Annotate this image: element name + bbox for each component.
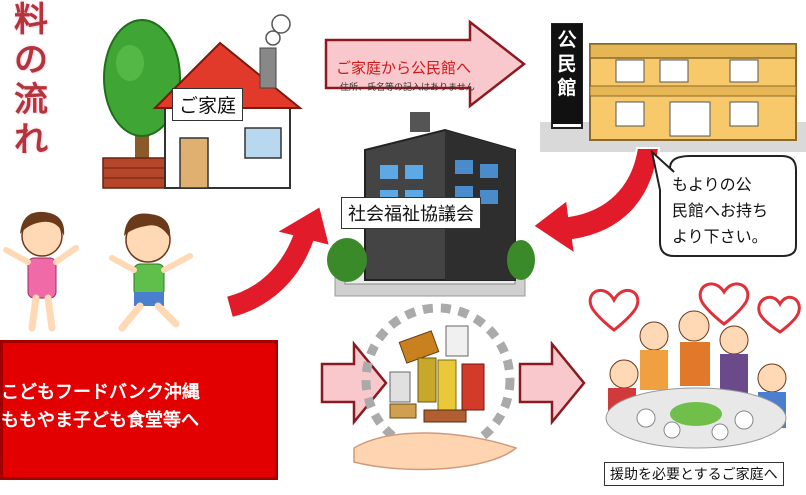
red-box-line-1: こどもフードバンク沖縄 [1,382,200,403]
arrow-top-sub-text: 住所、氏名等の記入はありません [340,83,475,93]
support-groups-box: こどもフードバンク沖縄 ももやま子ども食堂等へ [0,340,278,480]
family-label: 援助を必要とするご家庭へ [604,462,784,486]
speech-line-3: より下さい。 [672,227,768,246]
arrow-to-kominkan [324,19,527,109]
council-label: 社会福祉協議会 [341,197,481,229]
family-illustration [588,282,801,449]
chimney [259,47,277,89]
title-char-4: れ [14,120,48,160]
kids-illustration [3,211,193,332]
arrow-to-support [224,204,332,320]
speech-line-1: もよりの公 [672,175,752,194]
home-label: ご家庭 [172,88,244,121]
title-char-3: 流 [14,80,48,120]
title-char-2: の [14,40,48,80]
kominkan-sign-char-1: 公 [557,29,577,51]
kominkan-sign: 公 民 館 [555,28,579,100]
speech-bubble-text: もよりの公 民館へお持ち より下さい。 [672,172,792,250]
red-box-line-2: ももやま子ども食堂等へ [1,410,199,431]
title-char-1: 料 [14,0,48,40]
kominkan-sign-char-3: 館 [557,77,577,99]
kominkan-building [540,23,806,152]
house-window [244,127,282,159]
arrow-top-main-text: ご家庭から公民館へ [336,59,472,77]
speech-line-2: 民館へお持ち [672,201,769,220]
arrow-to-families [518,340,586,426]
vertical-title: 料 の 流 れ [0,0,62,160]
food-illustration [353,303,518,471]
house-door [179,137,209,189]
kominkan-sign-char-2: 民 [557,53,577,75]
speech-bubble [650,150,797,257]
arrow-to-council [531,147,661,255]
